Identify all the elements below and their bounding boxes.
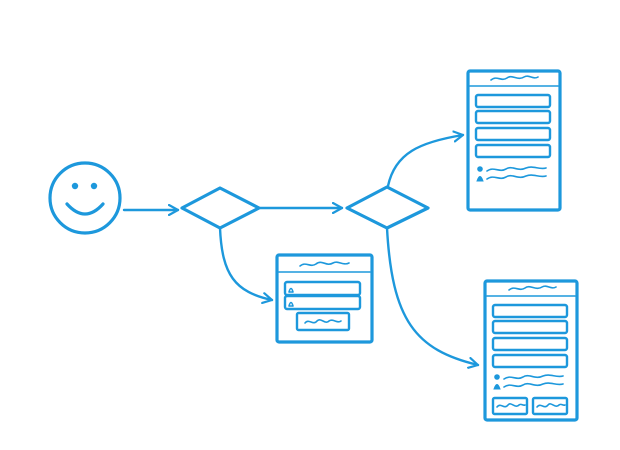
- profile-avatar-head: [477, 166, 483, 172]
- smiley-right-eye: [90, 182, 98, 190]
- profile-avatar-body: [476, 176, 484, 182]
- profile-form-frame: [466, 69, 562, 212]
- smiley-left-eye: [71, 182, 79, 190]
- user-smiley-icon: [48, 161, 122, 235]
- signup-avatar-body: [493, 384, 501, 390]
- signup-avatar-head: [494, 374, 500, 380]
- login-form-frame: [275, 253, 374, 344]
- signup-form-wireframe: [483, 279, 579, 422]
- login-username-field: [283, 280, 362, 297]
- profile-field-2: [474, 109, 552, 125]
- decision-diamond-2: [345, 185, 430, 230]
- profile-info-scribble-2: [486, 174, 547, 180]
- login-form-title-scribble: [299, 261, 350, 267]
- smiley-face-circle: [48, 161, 122, 235]
- login-password-field: [283, 294, 362, 311]
- signup-field-2: [491, 319, 569, 335]
- login-submit-button-scribble: [304, 319, 342, 324]
- profile-field-1: [474, 93, 552, 109]
- signup-primary-button: [531, 396, 569, 416]
- smiley-mouth: [65, 202, 105, 216]
- edge-decision-1-to-login-form: [218, 226, 274, 300]
- profile-form-wireframe: [466, 69, 562, 212]
- signup-form-frame: [483, 279, 579, 422]
- login-username-icon: [288, 287, 294, 293]
- decision-diamond-1: [180, 186, 261, 230]
- signup-field-1: [491, 303, 569, 319]
- profile-field-3: [474, 126, 552, 142]
- signup-secondary-button-scribble: [496, 403, 526, 408]
- signup-field-3: [491, 336, 569, 352]
- signup-form-title-scribble: [508, 285, 557, 291]
- edge-decision-2-to-profile-form: [386, 135, 465, 188]
- login-form-wireframe: [275, 253, 374, 344]
- profile-info-scribble-1: [486, 166, 547, 172]
- signup-info-scribble-2: [503, 382, 564, 388]
- signup-field-4: [491, 353, 569, 369]
- signup-secondary-button: [491, 396, 529, 416]
- profile-field-4: [474, 143, 552, 159]
- signup-primary-button-scribble: [536, 403, 566, 408]
- login-password-icon: [288, 301, 294, 307]
- login-submit-button: [295, 311, 351, 332]
- edge-decision-2-to-signup-form: [385, 226, 480, 365]
- profile-form-title-scribble: [490, 75, 539, 81]
- signup-info-scribble-1: [503, 374, 564, 380]
